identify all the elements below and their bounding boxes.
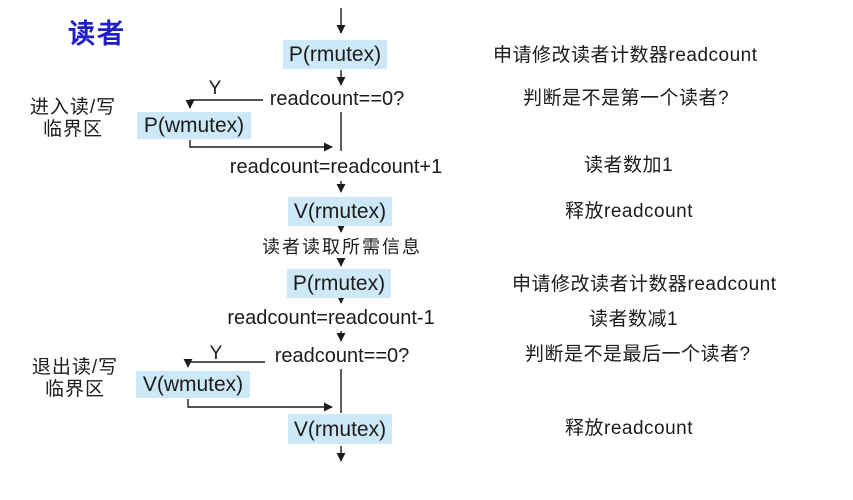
decision-readcount-zero-2: readcount==0? <box>274 345 410 367</box>
side-label-exit-line2: 临界区 <box>44 379 105 400</box>
statement-readcount-plus-1: readcount=readcount+1 <box>229 156 443 178</box>
page-title: 读者 <box>68 19 126 49</box>
annotation-judge-first-reader: 判断是不是第一个读者? <box>523 88 730 109</box>
side-label-exit-line1: 退出读/写 <box>31 357 119 378</box>
yes-branch-label-2: Y <box>209 343 223 364</box>
side-label-enter-line2: 临界区 <box>42 119 103 140</box>
connector-decision2-yes-branch <box>183 358 265 368</box>
side-label-exit-critical-section: 退出读/写 临界区 <box>32 357 118 401</box>
connector-decision1-yes-branch <box>185 99 263 109</box>
annotation-reader-count-minus-1: 读者数减1 <box>589 309 679 330</box>
connector-pwmutex-rejoin <box>189 140 333 152</box>
side-label-enter-critical-section: 进入读/写 临界区 <box>30 97 116 141</box>
annotation-request-modify-readcount-1: 申请修改读者计数器readcount <box>493 45 758 66</box>
box-p-wmutex: P(wmutex) <box>137 112 251 139</box>
statement-readcount-minus-1: readcount=readcount-1 <box>227 307 435 329</box>
box-v-rmutex-1: V(rmutex) <box>288 197 392 226</box>
decision-readcount-zero-1: readcount==0? <box>269 88 405 110</box>
annotation-release-readcount-1: 释放readcount <box>565 201 694 222</box>
box-p-rmutex-2: P(rmutex) <box>287 269 391 298</box>
connector-vwmutex-rejoin <box>187 399 333 412</box>
yes-branch-label-1: Y <box>208 78 222 99</box>
box-p-rmutex-1: P(rmutex) <box>283 40 387 69</box>
annotation-judge-last-reader: 判断是不是最后一个读者? <box>525 344 751 365</box>
annotation-request-modify-readcount-2: 申请修改读者计数器readcount <box>512 274 777 295</box>
box-v-rmutex-2: V(rmutex) <box>288 414 392 444</box>
side-label-enter-line1: 进入读/写 <box>29 97 117 118</box>
statement-reader-reads-info: 读者读取所需信息 <box>262 237 422 257</box>
annotation-reader-count-plus-1: 读者数加1 <box>584 155 674 176</box>
box-v-wmutex: V(wmutex) <box>136 371 250 398</box>
annotation-release-readcount-2: 释放readcount <box>565 418 694 439</box>
